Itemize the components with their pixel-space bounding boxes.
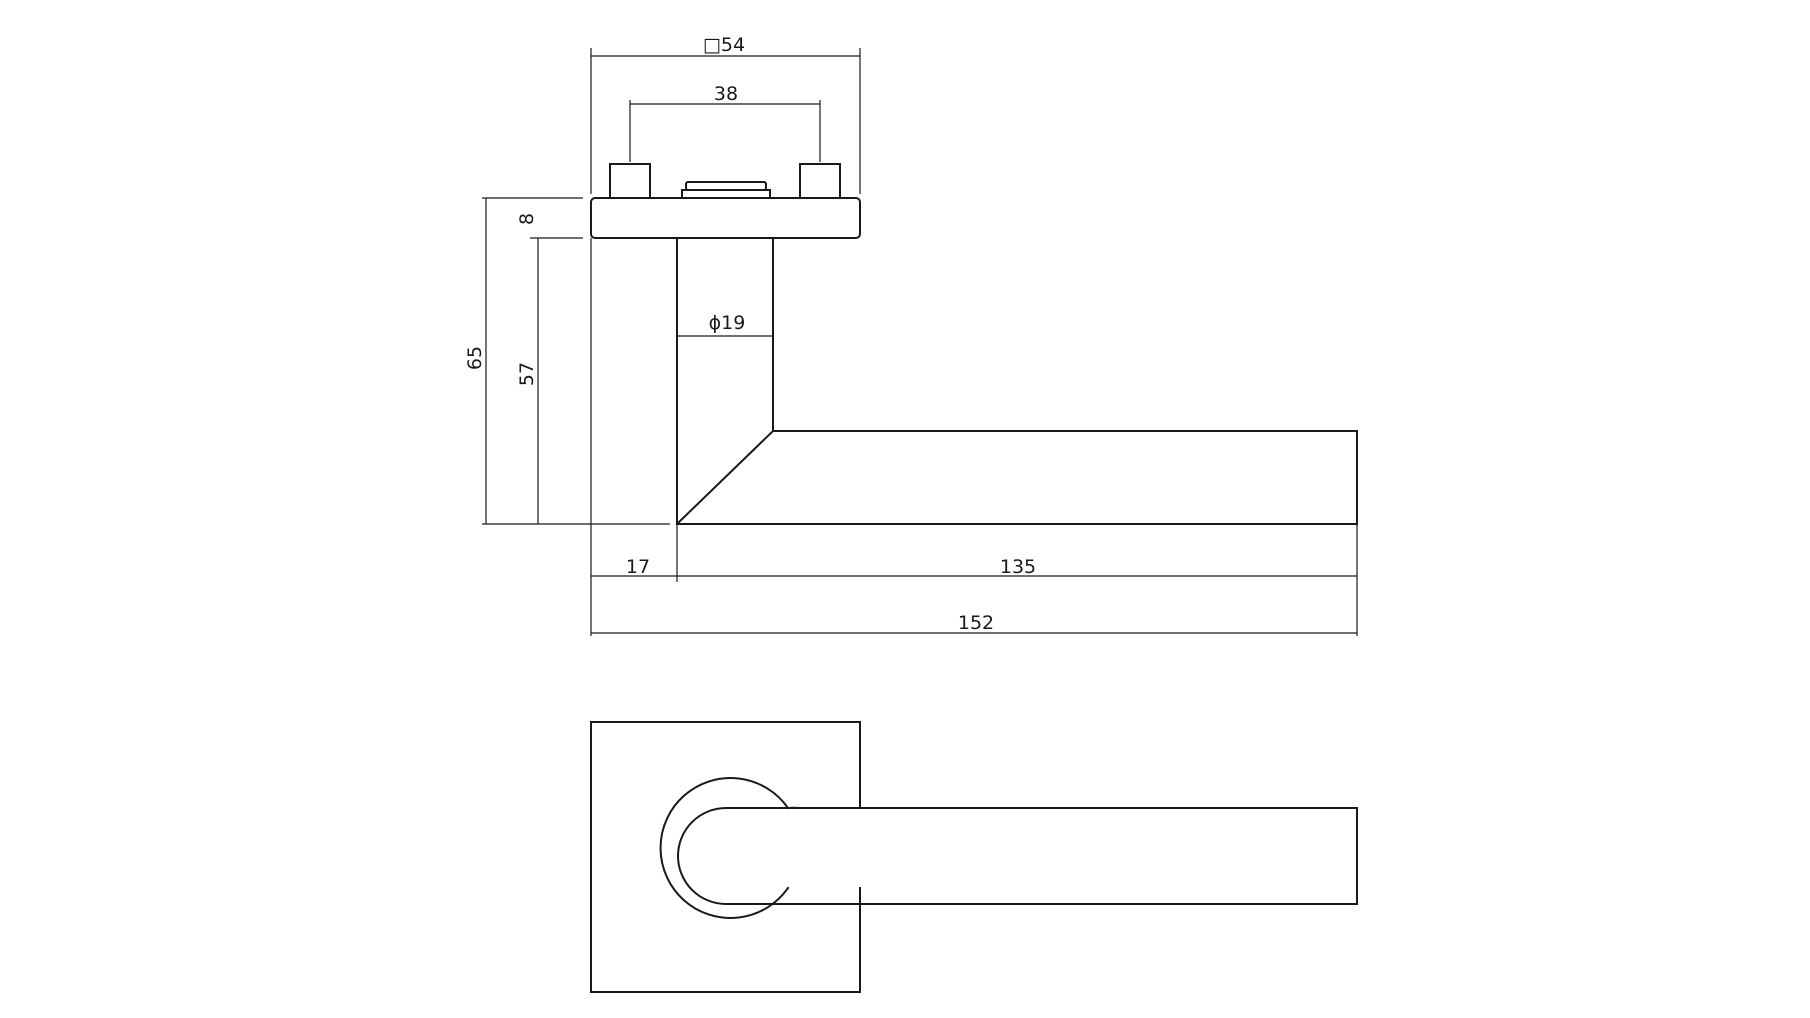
rose-plate [590,197,861,239]
lever-bevel-edge [675,429,775,526]
collar-circle [659,777,790,919]
dim-total-height: 65 [464,346,486,370]
dimension-lines [482,48,1358,636]
neck-and-lever [676,237,1358,525]
dim-total-length: 152 [958,612,994,634]
screw-post-left [609,163,651,199]
dim-neck-height: 57 [516,362,538,386]
dim-neck-diameter: ϕ19 [709,312,746,334]
dim-rose-thickness: 8 [516,213,538,225]
dim-screw-spacing: 38 [714,83,738,105]
side-view [590,163,1358,526]
screw-post-right [799,163,841,199]
dim-offset: 17 [626,556,650,578]
lever-top-outline [677,807,1358,905]
spring-clip [681,181,771,199]
rose-square-outline [590,721,861,993]
front-view [590,721,1358,993]
dim-lever-length: 135 [1000,556,1036,578]
dim-rose-square: □54 [703,34,745,56]
